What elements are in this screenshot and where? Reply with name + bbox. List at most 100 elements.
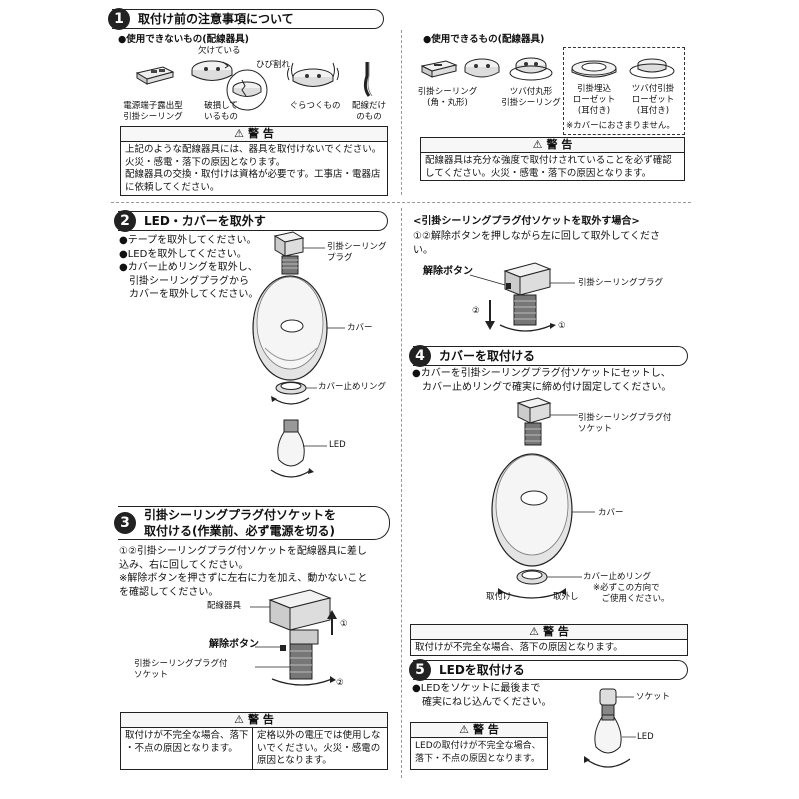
warning-line: に依頼してください。 [125,181,220,193]
label-attach: 取付け [486,592,512,602]
step-line: カバーを取外してください。 [119,289,259,300]
unusable-item-3: ぐらつくもの [289,101,341,111]
step-line: 込み、右に回してください。 [119,559,249,571]
section-5-warning: ⚠警 告 LEDの取付けが不完全な場合、 落下・不点の原因となります。 [410,722,548,770]
usable-item-4: ツバ付引掛 ローゼット (耳付き) [631,84,675,116]
socket-removal-illustration [469,262,575,332]
section-5-number: 5 [409,659,431,681]
label-chipped: 欠けている [198,46,241,56]
warning-line: してください。火災・感電・落下の原因となります。 [425,167,652,179]
step-line: ●テープを取外してください。 [119,235,257,246]
removal-assembly-illustration [252,231,345,478]
warning-title: 警 告 [543,625,569,638]
flanged-round-ceiling-illustration [509,57,553,81]
label-led: LED [329,440,346,450]
section-1-left-warning: ⚠警 告 上記のような配線器具には、器具を取付けないでください。 火災・感電・落… [120,126,388,196]
unusable-heading: ●使用できないもの(配線器具) [118,34,249,45]
warning-title: 警 告 [473,723,499,736]
removal-title: <引掛シーリングプラグ付ソケットを取外す場合> [413,216,640,227]
section-3-number: 3 [114,512,136,534]
step-line: ●カバーを引掛シーリングプラグ付ソケットにセットし、 [412,368,671,379]
warning-title: 警 告 [546,138,573,151]
warning-line: 配線器具は充分な強度で取付けされていることを必ず確認 [425,155,672,166]
step-line: ●カバー止めリングを取外し、 [119,262,258,273]
warning-line: LEDの取付けが不完全な場合、 [415,741,541,751]
warning-line: 落下・不点の原因となります。 [415,753,540,764]
section-2-header: 2 LED・カバーを取外す [114,210,388,232]
section-4-warning: ⚠警 告 取付けが不完全な場合、落下の原因となります。 [410,624,688,656]
label-socket: ソケット [636,692,671,702]
section-3-title-line-1: 引掛シーリングプラグ付ソケットを [144,508,337,522]
section-4-title: カバーを取付ける [439,349,536,363]
label-ring-direction-note: ※必ずこの方向で ご使用ください。 [593,583,670,604]
section-1-number: 1 [108,8,130,30]
label-fixture: 配線器具 [207,601,242,611]
label-socket: 引掛シーリングプラグ付 ソケット [578,413,672,434]
ceiling-round-illustration [464,58,500,78]
label-step-1: ① [340,619,348,629]
warning-line: 原因となります。 [257,755,332,766]
ceiling-square-illustration [420,60,458,78]
label-release-button: 解除ボタン [423,266,473,277]
step-line: 確実にねじ込んでください。 [412,696,552,708]
column-divider [401,208,402,778]
section-4-number: 4 [409,345,431,367]
warning-icon: ⚠ [234,127,245,140]
label-step-2: ② [336,678,344,688]
removal-line: ①②解除ボタンを押しながら左に回して取外してくださ [413,231,661,242]
section-2-steps: ●テープを取外してください。 ●LEDを取外してください。 ●カバー止めリングを… [119,234,258,302]
section-4-header: 4 カバーを取付ける [409,345,688,367]
section-divider-horizontal [111,202,691,203]
warning-icon: ⚠ [532,138,543,151]
section-5-title: LEDを取付ける [439,663,525,677]
section-3-header: 3 引掛シーリングプラグ付ソケットを 取付ける(作業前、必ず電源を切る) [114,506,390,540]
cover-attach-illustration [491,397,595,599]
cracked-fixture-illustration [226,69,268,111]
warning-title: 警 告 [248,713,274,726]
section-3-warning: ⚠警 告 取付けが不完全な場合、落下 ・不点の原因となります。 定格以外の電圧で… [120,712,388,770]
removal-text: ①②解除ボタンを押しながら左に回して取外してくださ い。 [413,230,660,257]
label-cover: カバー [598,508,624,518]
unusable-item-4: 配線だけ のもの [351,101,386,122]
warning-icon: ⚠ [459,723,470,736]
section-1-frame [111,27,393,202]
step-line: ①②引掛シーリングプラグ付ソケットを配線器具に差し [119,546,367,557]
step-line: ※解除ボタンを押さずに左右に力を加え、動かないこと [119,573,368,584]
warning-line: いでください。火災・感電の [257,742,381,754]
section-5-text: ●LEDをソケットに最後まで 確実にねじ込んでください。 [412,682,552,709]
warning-line: 火災・感電・落下の原因となります。 [125,156,286,168]
usable-item-3: 引掛埋込 ローゼット (耳付き) [572,84,616,116]
wobbly-fixture-illustration [287,62,339,87]
label-remove: 取外し [553,592,579,602]
warning-line: 定格以外の電圧では使用しな [257,730,381,741]
warning-line: 取付けが不完全な場合、落下の原因となります。 [415,642,623,653]
label-cracked: ひび割れ [256,60,291,70]
step-line: ●LEDをソケットに最後まで [412,683,541,694]
socket-install-illustration [250,589,337,686]
label-plug: 引掛シーリング プラグ [327,242,387,263]
exposed-terminal-ceiling-illustration [135,66,175,85]
warning-line: 取付けが不完全な場合、落下 [125,730,249,741]
label-cover: カバー [347,323,373,333]
section-4-text: ●カバーを引掛シーリングプラグ付ソケットにセットし、 カバー止めリングで確実に締… [412,367,671,394]
label-release-button: 解除ボタン [209,639,259,650]
warning-title: 警 告 [248,127,274,140]
section-2-title: LED・カバーを取外す [144,214,266,228]
usable-heading: ●使用できるもの(配線器具) [423,34,545,45]
broken-fixture-illustration [191,60,233,81]
unusable-item-1: 電源端子露出型 引掛シーリング [123,101,183,122]
cover-not-fit-note: ※カバーにおさまりません。 [566,121,675,131]
led-install-illustration [584,688,636,768]
warning-line: 配線器具の交換・取付けは資格が必要です。工事店・電器店 [125,169,381,180]
step-line: を確認してください。 [119,586,219,598]
section-1-right-warning: ⚠警 告 配線器具は充分な強度で取付けされていることを必ず確認 してください。火… [420,137,685,181]
removal-line: い。 [413,244,433,256]
warning-icon: ⚠ [234,713,245,726]
section-3-text: ①②引掛シーリングプラグ付ソケットを配線器具に差し 込み、右に回してください。 … [119,545,367,599]
flanged-rosette-illustration [629,58,675,79]
warning-line: ・不点の原因となります。 [125,742,238,754]
unusable-item-2: 破損して いるもの [203,101,238,122]
section-5-header: 5 LEDを取付ける [409,659,688,681]
label-cover-ring: カバー止めリング [318,382,387,392]
not-fit-fixtures-box [563,47,685,135]
